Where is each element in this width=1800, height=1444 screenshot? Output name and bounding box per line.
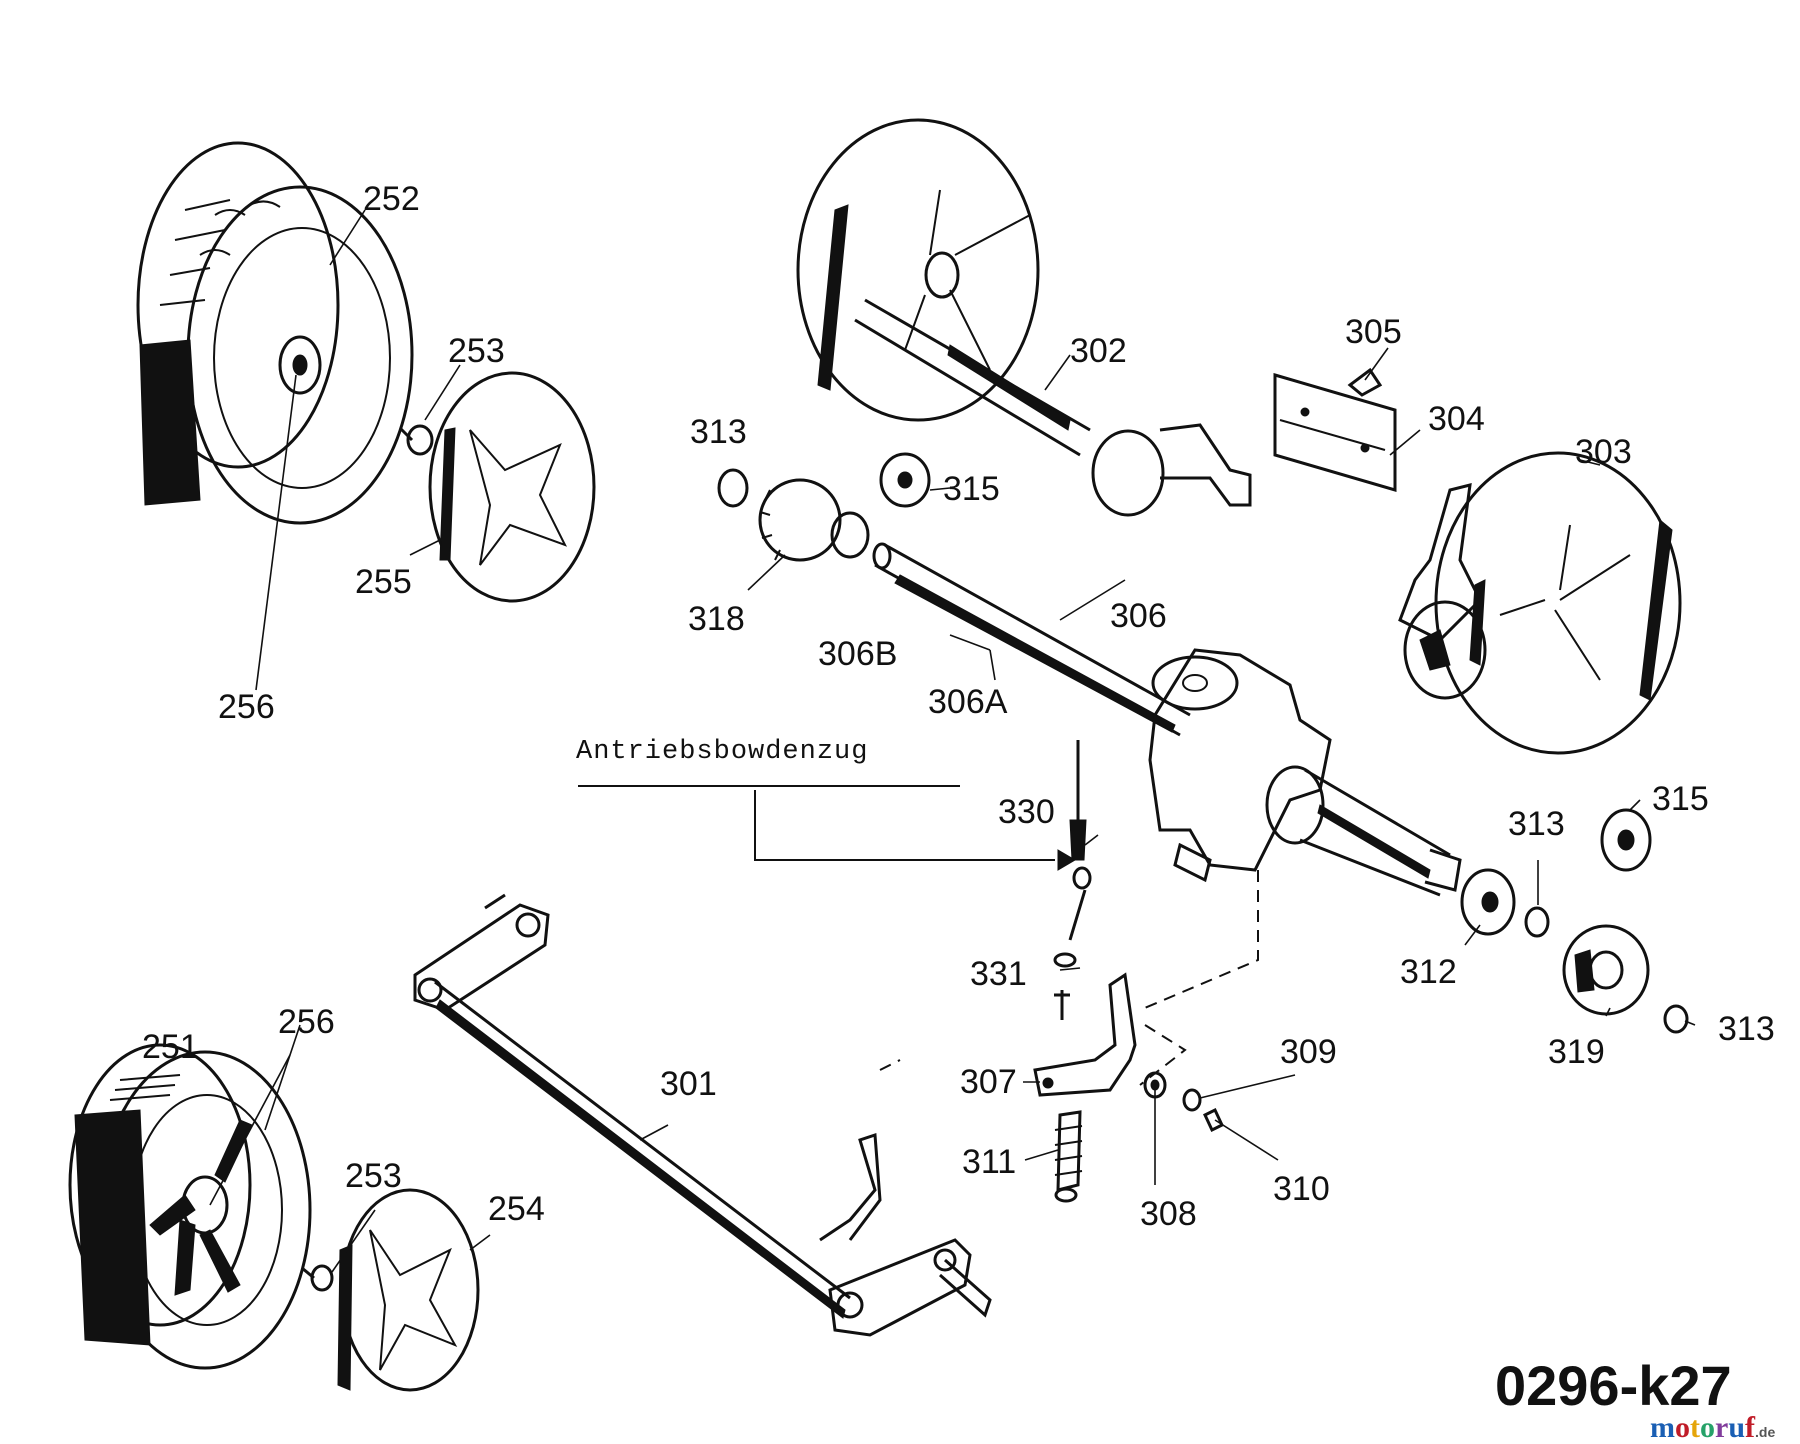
label-313: 313 bbox=[690, 413, 747, 451]
label-306a: 306A bbox=[928, 683, 1008, 721]
part-labels: 252 253 255 256 302 305 304 303 313 315 … bbox=[142, 180, 1775, 1233]
label-330: 330 bbox=[998, 793, 1055, 831]
circlip-313c bbox=[1663, 1004, 1689, 1034]
circlip-313b bbox=[1524, 906, 1550, 938]
label-312: 312 bbox=[1400, 953, 1457, 991]
motoruf-logo: motoruf.de bbox=[1650, 1411, 1775, 1444]
label-303: 303 bbox=[1575, 433, 1632, 471]
label-256: 256 bbox=[278, 1003, 335, 1041]
label-311: 311 bbox=[962, 1143, 1016, 1181]
axle-301 bbox=[413, 893, 992, 1337]
logo-suffix: .de bbox=[1755, 1424, 1775, 1440]
screw-253a bbox=[398, 424, 434, 456]
label-309: 309 bbox=[1280, 1033, 1337, 1071]
wheel-252 bbox=[136, 141, 414, 525]
label-253: 253 bbox=[448, 332, 505, 370]
label-315: 315 bbox=[1652, 780, 1709, 818]
cable-callout bbox=[578, 785, 1076, 871]
gear-319 bbox=[1562, 924, 1650, 1016]
screw-253b bbox=[301, 1264, 334, 1292]
lever-307 bbox=[1033, 972, 1137, 1097]
wheel-251 bbox=[68, 1043, 312, 1370]
assembly-line-a bbox=[1139, 870, 1259, 1011]
label-308: 308 bbox=[1140, 1195, 1197, 1233]
wheel-plate-303 bbox=[1398, 451, 1682, 755]
logo-wordmark: motoruf.de bbox=[1650, 1411, 1775, 1444]
label-252: 252 bbox=[363, 180, 420, 218]
label-254: 254 bbox=[488, 1190, 545, 1228]
clip-305 bbox=[1347, 367, 1383, 397]
drawing-code: 0296-k27 bbox=[1495, 1354, 1732, 1417]
label-315: 315 bbox=[943, 470, 1000, 508]
axle-assembly-302 bbox=[796, 118, 1252, 517]
washer-309 bbox=[1182, 1088, 1202, 1112]
label-307: 307 bbox=[960, 1063, 1017, 1101]
label-302: 302 bbox=[1070, 332, 1127, 370]
screw-310 bbox=[1203, 1107, 1224, 1133]
label-318: 318 bbox=[688, 600, 745, 638]
washer-315a bbox=[879, 452, 931, 508]
label-313: 313 bbox=[1508, 805, 1565, 843]
label-313: 313 bbox=[1718, 1010, 1775, 1048]
label-301: 301 bbox=[660, 1065, 717, 1103]
drive-shaft-306 bbox=[872, 542, 1462, 897]
label-305: 305 bbox=[1345, 313, 1402, 351]
washer-315b bbox=[1600, 808, 1652, 872]
cable-label: Antriebsbowdenzug bbox=[576, 737, 868, 767]
label-319: 319 bbox=[1548, 1033, 1605, 1071]
spring-311 bbox=[1054, 1110, 1083, 1203]
bracket-304 bbox=[1273, 373, 1397, 492]
assembly-line-c bbox=[879, 1059, 901, 1071]
label-255: 255 bbox=[355, 563, 412, 601]
label-310: 310 bbox=[1273, 1170, 1330, 1208]
bearing-312 bbox=[1460, 868, 1516, 936]
leader-lines bbox=[209, 209, 1696, 1273]
label-256: 256 bbox=[218, 688, 275, 726]
hubcap-254 bbox=[337, 1188, 480, 1392]
label-306: 306 bbox=[1110, 597, 1167, 635]
hubcap-255 bbox=[428, 371, 596, 603]
cable-330 bbox=[1069, 740, 1092, 890]
label-304: 304 bbox=[1428, 400, 1485, 438]
label-306b: 306B bbox=[818, 635, 897, 673]
label-251: 251 bbox=[142, 1028, 199, 1066]
label-253: 253 bbox=[345, 1157, 402, 1195]
circlip-313a bbox=[717, 468, 749, 508]
label-331: 331 bbox=[970, 955, 1027, 993]
cable-end-331 bbox=[1053, 889, 1087, 1020]
gear-318 bbox=[758, 478, 870, 562]
